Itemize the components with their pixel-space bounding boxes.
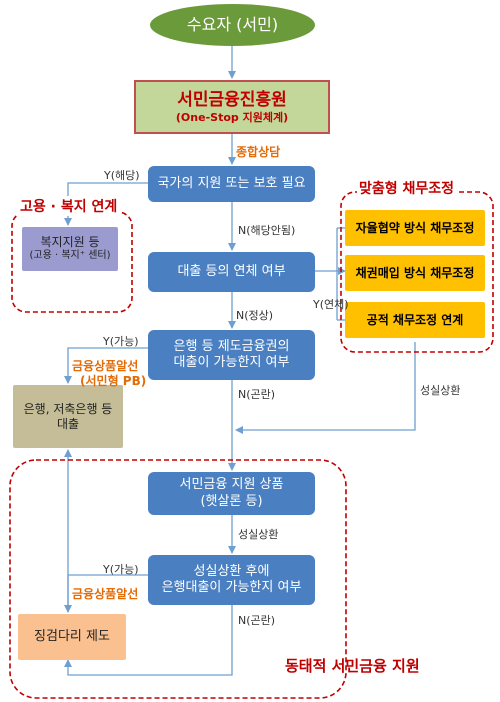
- welfare-line1: 복지지원 등: [40, 235, 100, 250]
- arrow-bank-question-to-bank: [64, 347, 148, 384]
- edge-label-n-difficult-2: N(곤란): [238, 614, 276, 627]
- consult-label: 종합상담: [236, 145, 281, 159]
- bank-node: 은행, 저축은행 등 대출: [13, 385, 123, 448]
- debt-option-public-label: 공적 채무조정 연계: [366, 312, 464, 327]
- agency-title: 서민금융진흥원: [177, 89, 287, 110]
- bank-loan-question-line1: 은행 등 제도금융권의: [173, 338, 290, 354]
- arrow-debt-repay-return: [235, 342, 416, 434]
- edge-label-n-not-applicable: N(해당안됨): [238, 224, 296, 237]
- product-line2: (햇살론 등): [200, 493, 263, 509]
- start-node: 수요자 (서민): [150, 4, 315, 46]
- edge-label-y-possible-1: Y(가능): [103, 335, 139, 348]
- debt-option-autonomous-label: 자율협약 방식 채무조정: [355, 220, 475, 235]
- bridge-label: 징검다리 제도: [34, 628, 110, 644]
- overdue-question: 대출 등의 연체 여부: [148, 252, 315, 292]
- edge-label-y-possible-2: Y(가능): [103, 563, 139, 576]
- bank-loan-question-line2: 대출이 가능한지 여부: [173, 355, 290, 370]
- welfare-group-title: 고용 · 복지 연계: [18, 196, 120, 216]
- after-repay-question: 성실상환 후에 은행대출이 가능한지 여부: [148, 555, 315, 605]
- debt-group-dashed: [340, 191, 494, 353]
- debt-option-autonomous: 자율협약 방식 채무조정: [345, 210, 485, 246]
- bridge-node: 징검다리 제도: [18, 614, 126, 660]
- overdue-question-label: 대출 등의 연체 여부: [177, 263, 286, 279]
- state-support-question-label: 국가의 지원 또는 보호 필요: [157, 175, 306, 191]
- edge-label-y-overdue: Y(연체): [313, 298, 349, 311]
- welfare-node: 복지지원 등 (고용 · 복지⁺ 센터): [22, 227, 118, 271]
- after-repay-line1: 성실상환 후에: [193, 563, 270, 579]
- edge-label-repay-2: 성실상환: [238, 528, 279, 541]
- fin-intro-1-label: 금융상품알선: [72, 359, 139, 373]
- edge-label-repay-1: 성실상환: [420, 384, 461, 397]
- bank-loan-question: 은행 등 제도금융권의 대출이 가능한지 여부: [148, 330, 315, 380]
- after-repay-line2: 은행대출이 가능한지 여부: [161, 580, 302, 595]
- debt-option-public: 공적 채무조정 연계: [345, 302, 485, 338]
- dynamic-group-dashed: [9, 459, 347, 699]
- agency-subtitle: (One-Stop 지원체계): [175, 110, 289, 124]
- fin-intro-1-sub: (서민형 PB): [80, 374, 147, 388]
- welfare-line2: (고용 · 복지⁺ 센터): [29, 250, 111, 262]
- product-line1: 서민금융 지원 상품: [179, 477, 284, 493]
- debt-option-purchase-label: 채권매입 방식 채무조정: [355, 265, 475, 280]
- product-node: 서민금융 지원 상품 (햇살론 등): [148, 472, 315, 515]
- edge-label-n-normal: N(정상): [236, 309, 274, 322]
- edge-label-y-applicable: Y(해당): [104, 169, 140, 182]
- arrow-after-to-bridge-nohelp: [64, 605, 233, 676]
- bank-line2: 대출: [56, 416, 80, 431]
- edge-label-n-difficult-1: N(곤란): [238, 388, 276, 401]
- bank-line1: 은행, 저축은행 등: [23, 401, 113, 416]
- agency-node: 서민금융진흥원 (One-Stop 지원체계): [134, 80, 330, 134]
- start-label: 수요자 (서민): [186, 15, 279, 34]
- debt-group-title: 맞춤형 채무조정: [357, 178, 457, 198]
- state-support-question: 국가의 지원 또는 보호 필요: [148, 166, 315, 202]
- fin-intro-2-label: 금융상품알선: [72, 587, 139, 601]
- debt-option-purchase: 채권매입 방식 채무조정: [345, 255, 485, 291]
- dynamic-group-title: 동태적 서민금융 지원: [285, 657, 420, 675]
